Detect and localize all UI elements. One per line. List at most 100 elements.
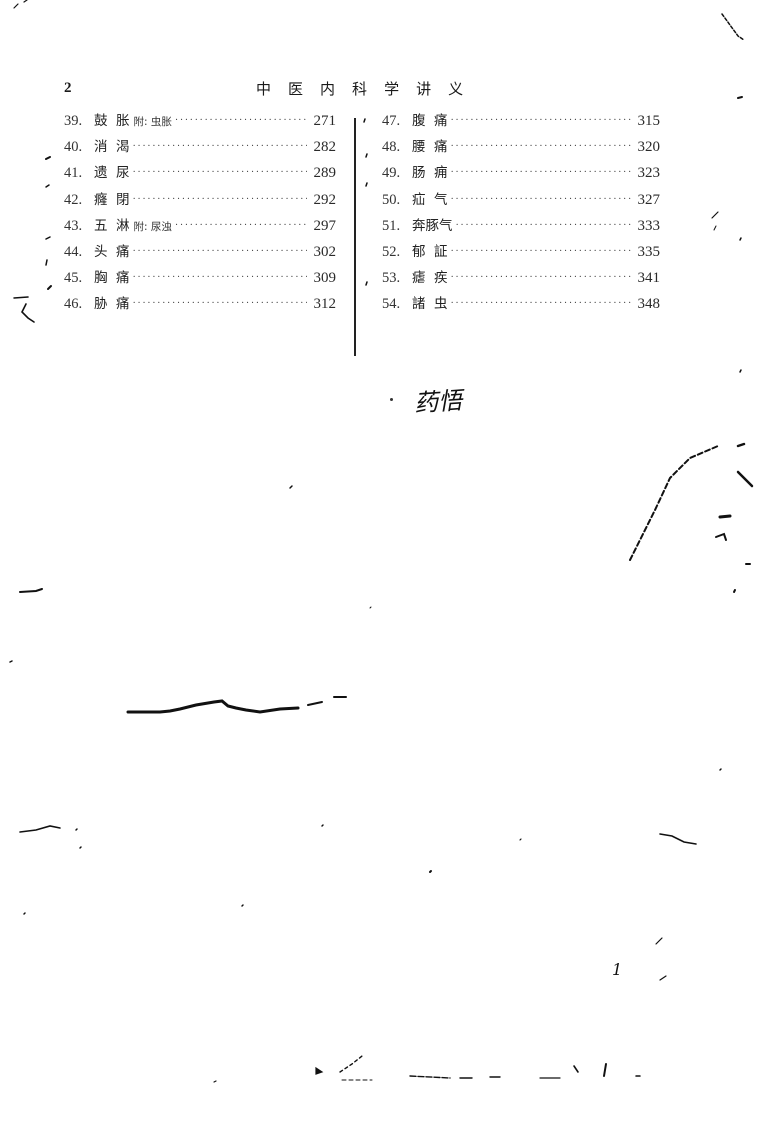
- running-title-char: 科: [352, 80, 368, 98]
- entry-page: 309: [313, 270, 337, 287]
- dot-leader: [133, 187, 308, 213]
- running-title: 中 医 内 科 学 讲 义: [256, 78, 463, 99]
- entry-page: 297: [313, 217, 337, 234]
- toc-entry: 39. 鼓胀 附: 虫胀 271: [64, 108, 336, 134]
- entry-title: 消渴: [94, 134, 130, 160]
- entry-title: 癃閉: [94, 187, 130, 213]
- running-title-char: 义: [448, 80, 464, 98]
- entry-title: 郁証: [412, 239, 448, 265]
- toc-entry: 50. 疝气 327: [382, 187, 660, 213]
- title-char: 痛: [434, 139, 448, 156]
- dot-leader: [175, 108, 307, 134]
- title-char: 虫: [434, 296, 448, 313]
- dot-leader: [133, 265, 308, 291]
- dot-leader: [451, 134, 632, 160]
- title-char: 胁: [94, 296, 108, 313]
- entry-title: 腹痛: [412, 108, 448, 134]
- title-char: 郁: [412, 243, 426, 260]
- toc-entry: 47. 腹痛 315: [382, 108, 660, 134]
- toc-entry: 46. 胁痛 312: [64, 291, 336, 317]
- entry-number: 52.: [382, 243, 401, 260]
- title-char: 痛: [116, 270, 130, 287]
- title-char: 头: [94, 243, 108, 260]
- title-char: 尿: [116, 165, 130, 182]
- entry-page: 333: [637, 217, 661, 234]
- title-char: 痛: [434, 113, 448, 129]
- entry-number: 51.: [382, 217, 401, 234]
- title-char: 气: [434, 191, 448, 208]
- title-char: 疾: [434, 270, 448, 287]
- dot-leader: [133, 134, 308, 160]
- dot-leader: [133, 291, 308, 317]
- entry-page: 341: [637, 270, 661, 287]
- title-char: 肠: [412, 165, 426, 182]
- entry-page: 289: [313, 165, 337, 182]
- entry-title: 鼓胀: [94, 108, 130, 134]
- toc-entry: 45. 胸痛 309: [64, 265, 336, 291]
- toc-left-column: 39. 鼓胀 附: 虫胀 271 40. 消渴 282 41. 遗尿 289 4…: [64, 108, 336, 318]
- entry-title: 諸虫: [412, 291, 448, 317]
- ink-dot: [390, 398, 393, 401]
- entry-number: 42.: [64, 191, 83, 208]
- toc-entry: 51. 奔豚气 333: [382, 213, 660, 239]
- entry-number: 43.: [64, 217, 83, 234]
- entry-number: 46.: [64, 296, 83, 313]
- title-char: 淋: [116, 217, 130, 234]
- title-char: 証: [434, 243, 448, 260]
- title-char: 奔豚: [412, 217, 439, 234]
- dot-leader: [456, 213, 632, 239]
- dot-leader: [133, 239, 308, 265]
- entry-title: 胁痛: [94, 291, 130, 317]
- entry-page: 315: [637, 113, 661, 129]
- title-char: 渴: [116, 139, 130, 156]
- entry-title: 胸痛: [94, 265, 130, 291]
- entry-number: 40.: [64, 139, 83, 156]
- entry-title: 五淋: [94, 213, 130, 239]
- running-title-char: 内: [320, 80, 336, 98]
- entry-title: 腰痛: [412, 134, 448, 160]
- toc-entry: 52. 郁証 335: [382, 239, 660, 265]
- toc-entry: 54. 諸虫 348: [382, 291, 660, 317]
- title-char: 腹: [412, 113, 426, 129]
- entry-title: 遗尿: [94, 160, 130, 186]
- title-char: 閉: [116, 191, 130, 208]
- toc-entry: 44. 头痛 302: [64, 239, 336, 265]
- running-title-char: 讲: [416, 80, 432, 98]
- corner-mark: 1: [612, 960, 623, 979]
- entry-number: 41.: [64, 165, 83, 182]
- entry-number: 45.: [64, 270, 83, 287]
- dot-leader: [451, 160, 632, 186]
- entry-note: 附: 虫胀: [133, 116, 172, 128]
- title-char: 鼓: [94, 113, 108, 129]
- entry-page: 348: [637, 296, 661, 313]
- running-title-char: 学: [384, 80, 400, 98]
- entry-page: 323: [637, 165, 661, 182]
- title-char: 腰: [412, 139, 426, 156]
- entry-page: 302: [313, 243, 337, 260]
- toc-entry: 40. 消渴 282: [64, 134, 336, 160]
- running-title-char: 医: [288, 80, 304, 98]
- title-char: 遗: [94, 165, 108, 182]
- toc-entry: 43. 五淋 附: 尿浊 297: [64, 213, 336, 239]
- entry-number: 50.: [382, 191, 401, 208]
- title-char: 气: [439, 217, 453, 234]
- dot-leader: [451, 291, 632, 317]
- running-title-char: 中: [256, 80, 272, 98]
- entry-title: 疝气: [412, 187, 448, 213]
- entry-page: 271: [313, 113, 337, 129]
- toc-entry: 41. 遗尿 289: [64, 160, 336, 186]
- toc-entry: 49. 肠痈 323: [382, 160, 660, 186]
- title-char: 五: [94, 217, 108, 234]
- title-char: 疝: [412, 191, 426, 208]
- entry-number: 47.: [382, 113, 401, 129]
- dot-leader: [451, 239, 632, 265]
- toc-entry: 53. 瘧疾 341: [382, 265, 660, 291]
- dot-leader: [451, 187, 632, 213]
- entry-number: 54.: [382, 296, 401, 313]
- dot-leader: [451, 108, 632, 134]
- title-char: 胸: [94, 270, 108, 287]
- entry-title: 肠痈: [412, 160, 448, 186]
- toc-right-column: 47. 腹痛 315 48. 腰痛 320 49. 肠痈 323 50. 疝气 …: [382, 108, 660, 318]
- entry-page: 320: [637, 139, 661, 156]
- entry-note: 附: 尿浊: [133, 220, 172, 233]
